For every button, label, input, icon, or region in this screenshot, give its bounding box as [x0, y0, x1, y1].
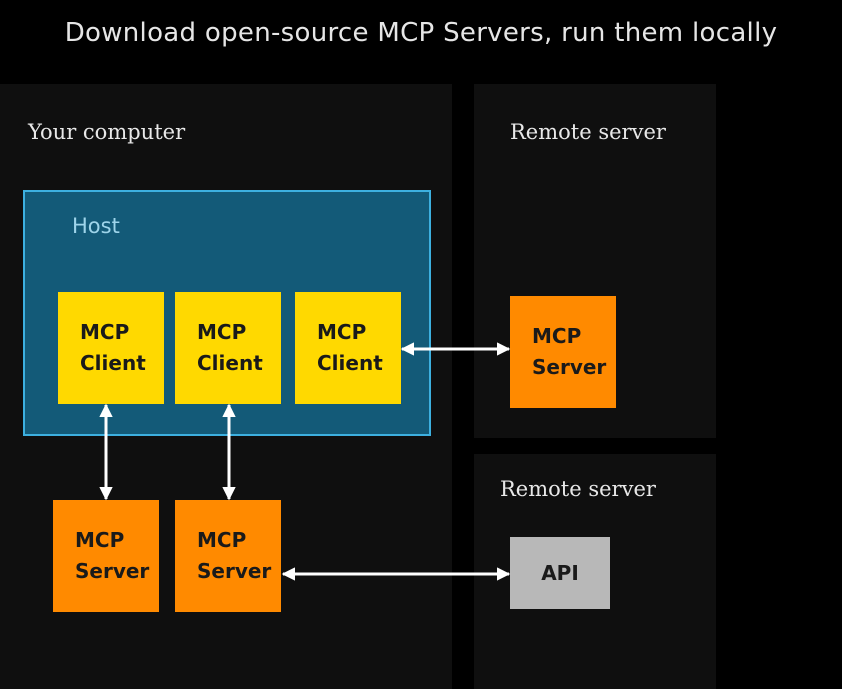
local-mcp-server-1-line1: MCP	[75, 528, 125, 552]
mcp-client-3: MCP Client	[295, 292, 401, 404]
mcp-client-2-line1: MCP	[197, 320, 247, 344]
local-mcp-server-1-line2: Server	[75, 559, 150, 583]
local-mcp-server-1: MCP Server	[53, 500, 159, 612]
host-label: Host	[72, 214, 120, 238]
api-label: API	[541, 560, 579, 585]
local-mcp-server-2-line2: Server	[197, 559, 272, 583]
remote-mcp-server-line1: MCP	[532, 324, 582, 348]
local-mcp-server-2: MCP Server	[175, 500, 281, 612]
remote-server-label-top: Remote server	[510, 120, 666, 144]
remote-server-label-bottom: Remote server	[500, 477, 656, 501]
remote-mcp-server: MCP Server	[510, 296, 616, 408]
your-computer-label: Your computer	[28, 120, 186, 144]
local-mcp-server-2-line1: MCP	[197, 528, 247, 552]
mcp-client-2-line2: Client	[197, 351, 263, 375]
mcp-client-1: MCP Client	[58, 292, 164, 404]
mcp-client-1-line1: MCP	[80, 320, 130, 344]
api-box: API	[510, 537, 610, 609]
mcp-client-2: MCP Client	[175, 292, 281, 404]
remote-mcp-server-line2: Server	[532, 355, 607, 379]
page-title: Download open-source MCP Servers, run th…	[64, 18, 778, 48]
mcp-client-1-line2: Client	[80, 351, 146, 375]
mcp-client-3-line2: Client	[317, 351, 383, 375]
mcp-client-3-line1: MCP	[317, 320, 367, 344]
